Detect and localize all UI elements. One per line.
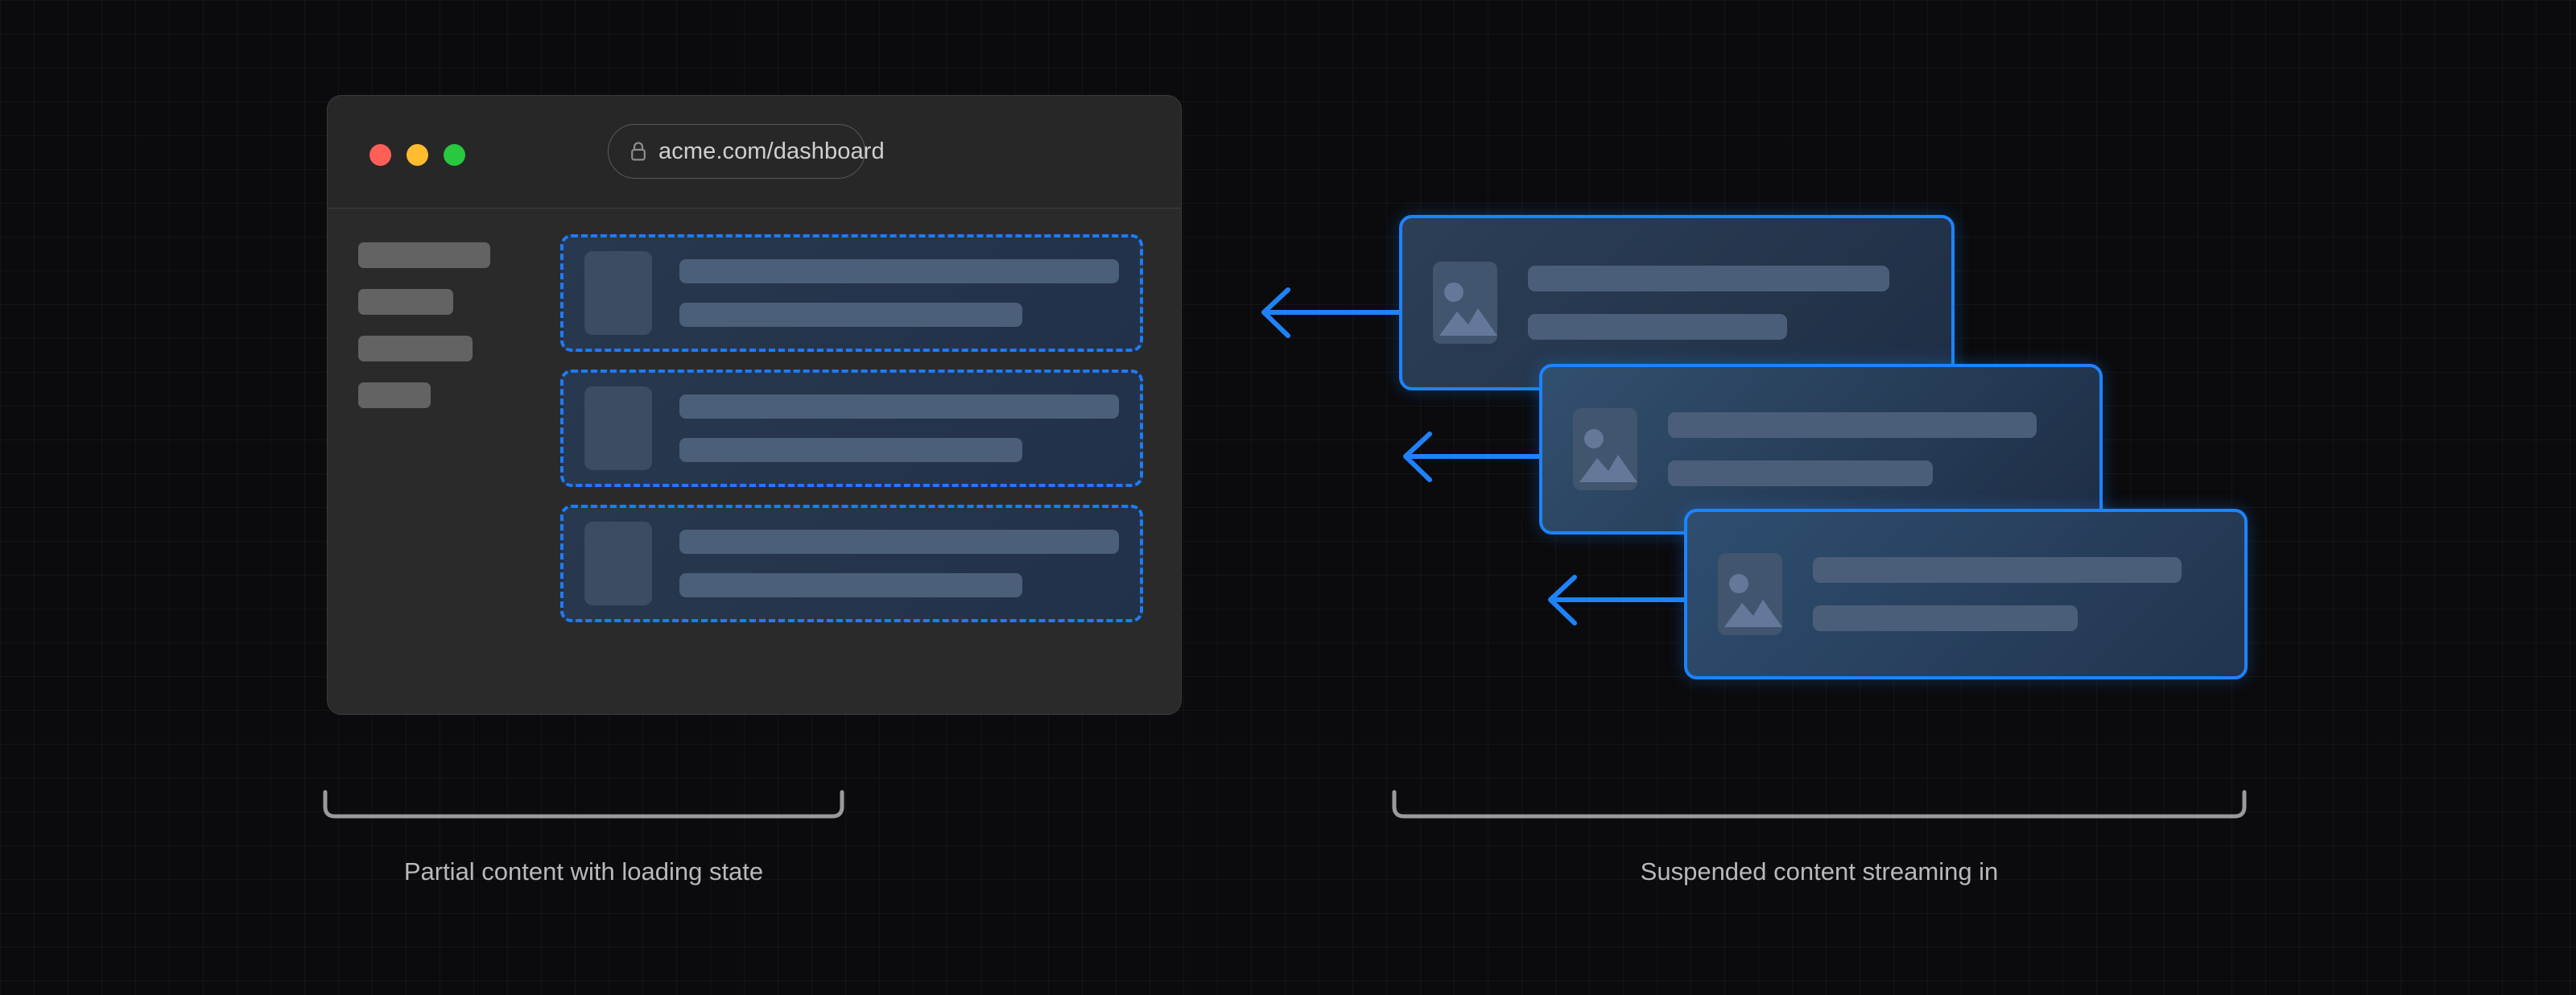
placeholder-row-list [560, 234, 1143, 640]
skeleton-line [1813, 557, 2182, 583]
placeholder-row[interactable] [560, 234, 1143, 352]
suspense-card-3[interactable] [1684, 509, 2248, 679]
skeleton-line [679, 259, 1119, 283]
suspense-card-2[interactable] [1539, 364, 2103, 535]
image-icon [1573, 408, 1637, 490]
zoom-button[interactable] [444, 144, 465, 166]
image-icon-glyph [1579, 429, 1637, 482]
stream-arrowhead-3 [1548, 575, 1577, 625]
image-icon-glyph [1724, 574, 1782, 627]
image-placeholder-icon [584, 522, 652, 605]
image-icon [1433, 262, 1497, 344]
sidebar-skeleton-bar [358, 382, 431, 408]
skeleton-line [679, 438, 1022, 462]
sidebar-skeleton-bar [358, 242, 490, 268]
browser-titlebar: acme.com/dashboard [328, 96, 1181, 208]
sidebar-skeleton-bar [358, 336, 473, 361]
close-button[interactable] [369, 144, 391, 166]
skeleton-line [1668, 412, 2037, 438]
minimize-button[interactable] [407, 144, 428, 166]
skeleton-line [1528, 314, 1788, 340]
placeholder-row[interactable] [560, 505, 1143, 622]
skeleton-line [1813, 605, 2078, 631]
image-icon-glyph [1439, 283, 1497, 336]
skeleton-line [679, 530, 1119, 554]
url-text: acme.com/dashboard [658, 138, 885, 164]
skeleton-line [679, 394, 1119, 419]
left-bracket [323, 790, 844, 819]
skeleton-line [679, 303, 1022, 327]
stream-arrowhead-2 [1403, 431, 1432, 482]
right-caption: Suspended content streaming in [1640, 857, 1999, 886]
right-bracket [1392, 790, 2247, 819]
sidebar-skeleton-bar [358, 289, 453, 315]
placeholder-row[interactable] [560, 370, 1143, 487]
lock-icon [631, 142, 646, 161]
left-caption: Partial content with loading state [403, 857, 764, 886]
sidebar-skeleton [358, 242, 490, 429]
image-placeholder-icon [584, 251, 652, 335]
address-bar[interactable]: acme.com/dashboard [608, 124, 885, 179]
stream-arrowhead-1 [1261, 287, 1290, 338]
browser-window: acme.com/dashboard [327, 95, 1182, 715]
image-icon [1718, 553, 1782, 635]
skeleton-line [1668, 460, 1933, 486]
browser-viewport [328, 208, 1181, 714]
skeleton-line [679, 573, 1022, 597]
skeleton-line [1528, 266, 1889, 291]
suspense-card-1[interactable] [1399, 215, 1955, 390]
traffic-lights [369, 144, 465, 166]
image-placeholder-icon [584, 386, 652, 470]
